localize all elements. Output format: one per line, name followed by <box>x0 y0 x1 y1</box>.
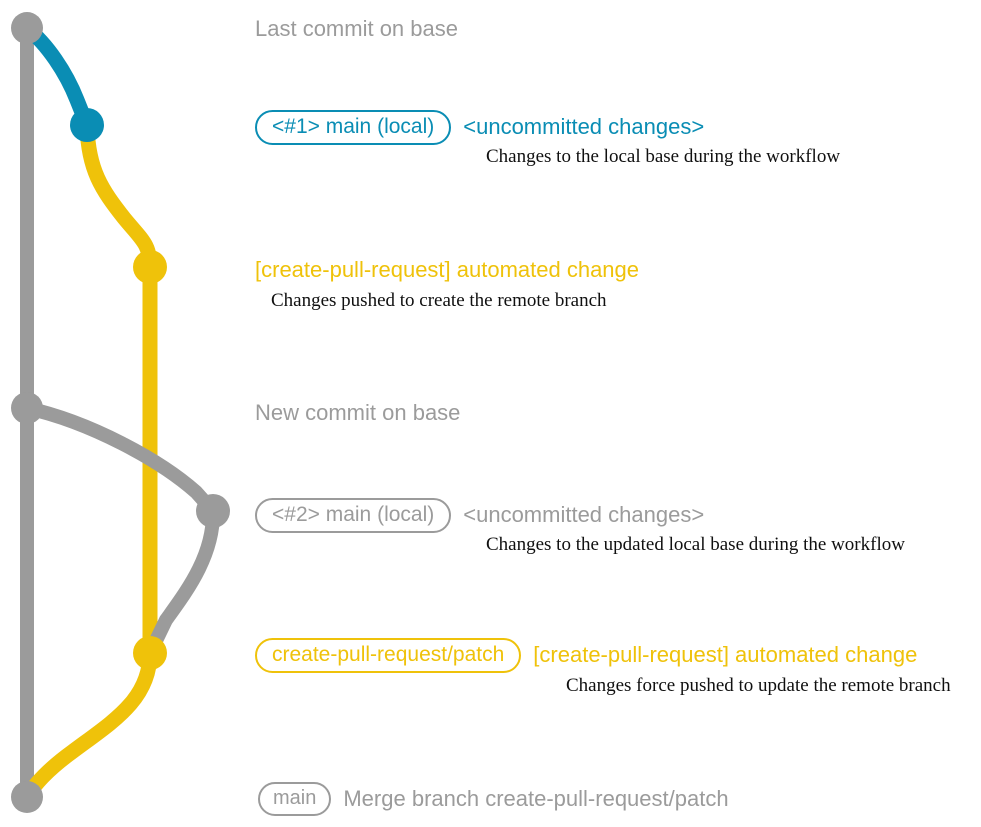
automated-change-node-1[interactable] <box>133 250 167 284</box>
commit-subject-patch-2: [create-pull-request] automated change <box>533 642 918 667</box>
last-commit-on-base-node[interactable] <box>11 12 43 44</box>
commit-subject-local-1: <uncommitted changes> <box>463 114 705 139</box>
commit-row-patch-2: create-pull-request/patch [create-pull-r… <box>255 636 917 674</box>
local-uncommitted-changes-node-2[interactable] <box>196 494 230 528</box>
branch-ref-pill-main-local-1[interactable]: <#1> main (local) <box>255 109 452 145</box>
commit-row-local-2: <#2> main (local) <uncommitted changes> <box>255 496 704 534</box>
branch-ref-pill-main-local-2[interactable]: <#2> main (local) <box>255 497 452 533</box>
merge-commit-node[interactable] <box>11 781 43 813</box>
commit-subject-last-commit-on-base: Last commit on base <box>255 16 458 41</box>
commit-row-local-1: <#1> main (local) <uncommitted changes> <box>255 108 704 146</box>
commit-description-local-2: Changes to the updated local base during… <box>486 534 905 555</box>
automated-change-node-2[interactable] <box>133 636 167 670</box>
commit-description-patch-1: Changes pushed to create the remote bran… <box>271 290 607 311</box>
local-branch-line-1 <box>19 20 95 133</box>
commit-subject-local-2: <uncommitted changes> <box>463 502 705 527</box>
updated-local-branch-line <box>20 401 220 518</box>
commit-description-local-1: Changes to the local base during the wor… <box>486 146 841 167</box>
local-uncommitted-changes-node-1[interactable] <box>70 108 104 142</box>
commit-row-patch-1: [create-pull-request] automated change <box>255 255 639 285</box>
updated-local-to-patch-line <box>143 504 221 660</box>
commit-row-last-commit-on-base: Last commit on base <box>255 14 458 44</box>
commit-subject-patch-1: [create-pull-request] automated change <box>255 257 640 282</box>
commit-description-patch-2: Changes force pushed to update the remot… <box>566 675 951 696</box>
branch-ref-pill-main[interactable]: main <box>258 782 332 816</box>
commit-subject-new-commit-on-base: New commit on base <box>255 400 461 425</box>
commit-subject-merge: Merge branch create-pull-request/patch <box>343 786 729 811</box>
branch-ref-pill-create-pull-request-patch[interactable]: create-pull-request/patch <box>255 637 522 673</box>
commit-row-new-commit-on-base: New commit on base <box>255 398 460 428</box>
patch-lane-line-upper <box>79 117 158 661</box>
new-commit-on-base-node[interactable] <box>11 392 43 424</box>
patch-to-merge-line <box>19 645 158 805</box>
commit-row-merge: main Merge branch create-pull-request/pa… <box>258 781 729 817</box>
